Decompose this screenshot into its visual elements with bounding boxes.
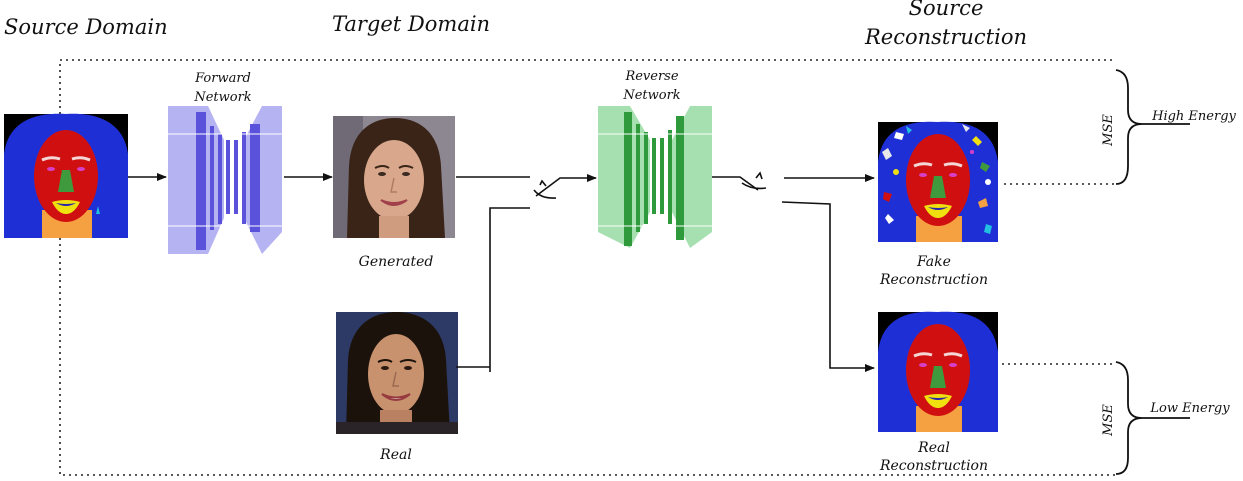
- generated-label: Generated: [359, 254, 434, 270]
- high-energy-label: High Energy: [1151, 109, 1236, 124]
- real-reconstruction-label-line1: Real: [917, 440, 950, 456]
- mse-brace-top: [1115, 69, 1190, 185]
- source-reconstruction-heading-line2: Reconstruction: [864, 25, 1027, 49]
- output-switch: [712, 171, 875, 372]
- reverse-network-label-line1: Reverse: [624, 69, 678, 84]
- forward-network-label-line2: Network: [193, 90, 251, 105]
- real-reconstruction-image: [876, 310, 1000, 434]
- input-switch: [456, 174, 597, 372]
- forward-network-label-line1: Forward: [194, 71, 251, 86]
- generated-photo: [332, 115, 456, 239]
- mse-top-label: MSE: [1101, 114, 1116, 147]
- fake-reconstruction-label-line1: Fake: [916, 254, 951, 270]
- low-energy-label: Low Energy: [1149, 401, 1230, 416]
- source-segmentation-image: [2, 112, 130, 240]
- reverse-network-label-line2: Network: [622, 88, 680, 103]
- source-domain-heading: Source Domain: [4, 15, 168, 39]
- fake-reconstruction-image: [878, 122, 998, 242]
- dotted-comparison-loop: [59, 59, 1116, 476]
- source-reconstruction-heading-line1: Source: [909, 0, 984, 20]
- target-domain-heading: Target Domain: [332, 12, 490, 36]
- mse-brace-bottom: [1115, 361, 1190, 475]
- real-photo: [335, 311, 459, 435]
- real-label: Real: [379, 447, 412, 463]
- reverse-network-block: [598, 106, 712, 248]
- forward-network-block: [168, 106, 282, 254]
- mse-bottom-label: MSE: [1101, 404, 1116, 437]
- real-reconstruction-label-line2: Reconstruction: [879, 458, 988, 474]
- fake-reconstruction-label-line2: Reconstruction: [879, 272, 988, 288]
